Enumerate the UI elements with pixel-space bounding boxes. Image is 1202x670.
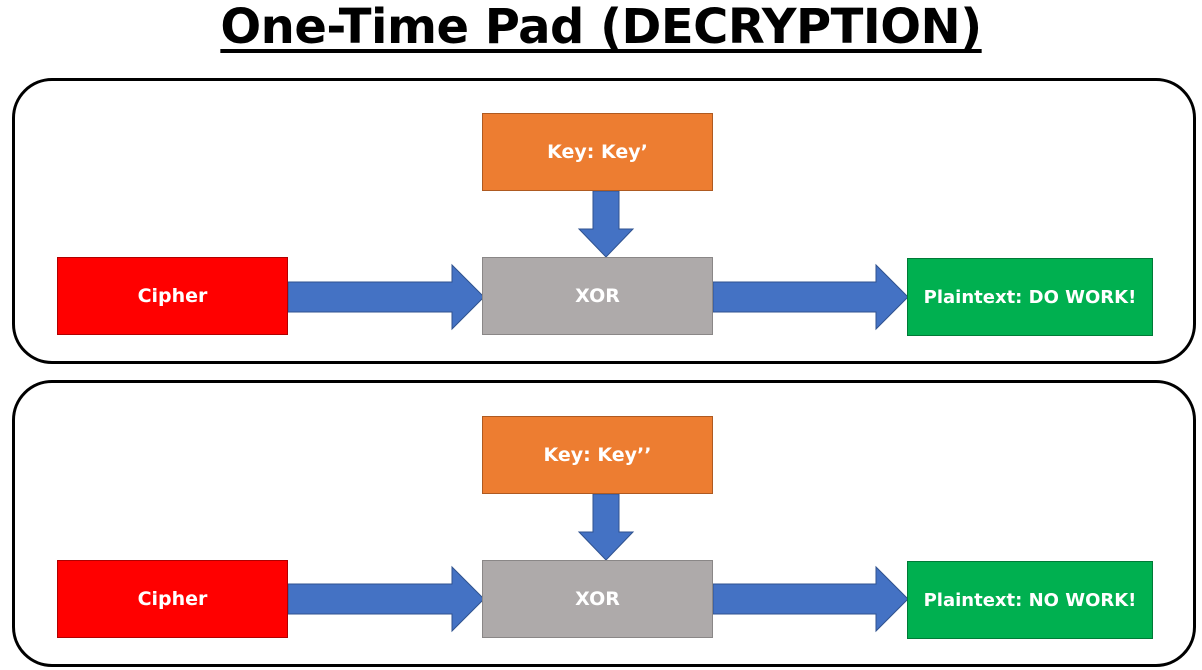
xor-box-2: XOR	[482, 560, 713, 638]
cipher-box-1: Cipher	[57, 257, 288, 335]
key-box-2: Key: Key’’	[482, 416, 713, 494]
page-title: One-Time Pad (DECRYPTION)	[220, 0, 982, 55]
xor-box-1: XOR	[482, 257, 713, 335]
plaintext-box-2: Plaintext: NO WORK!	[907, 561, 1153, 639]
plaintext-box-1: Plaintext: DO WORK!	[907, 258, 1153, 336]
cipher-box-2: Cipher	[57, 560, 288, 638]
key-box-1: Key: Key’	[482, 113, 713, 191]
